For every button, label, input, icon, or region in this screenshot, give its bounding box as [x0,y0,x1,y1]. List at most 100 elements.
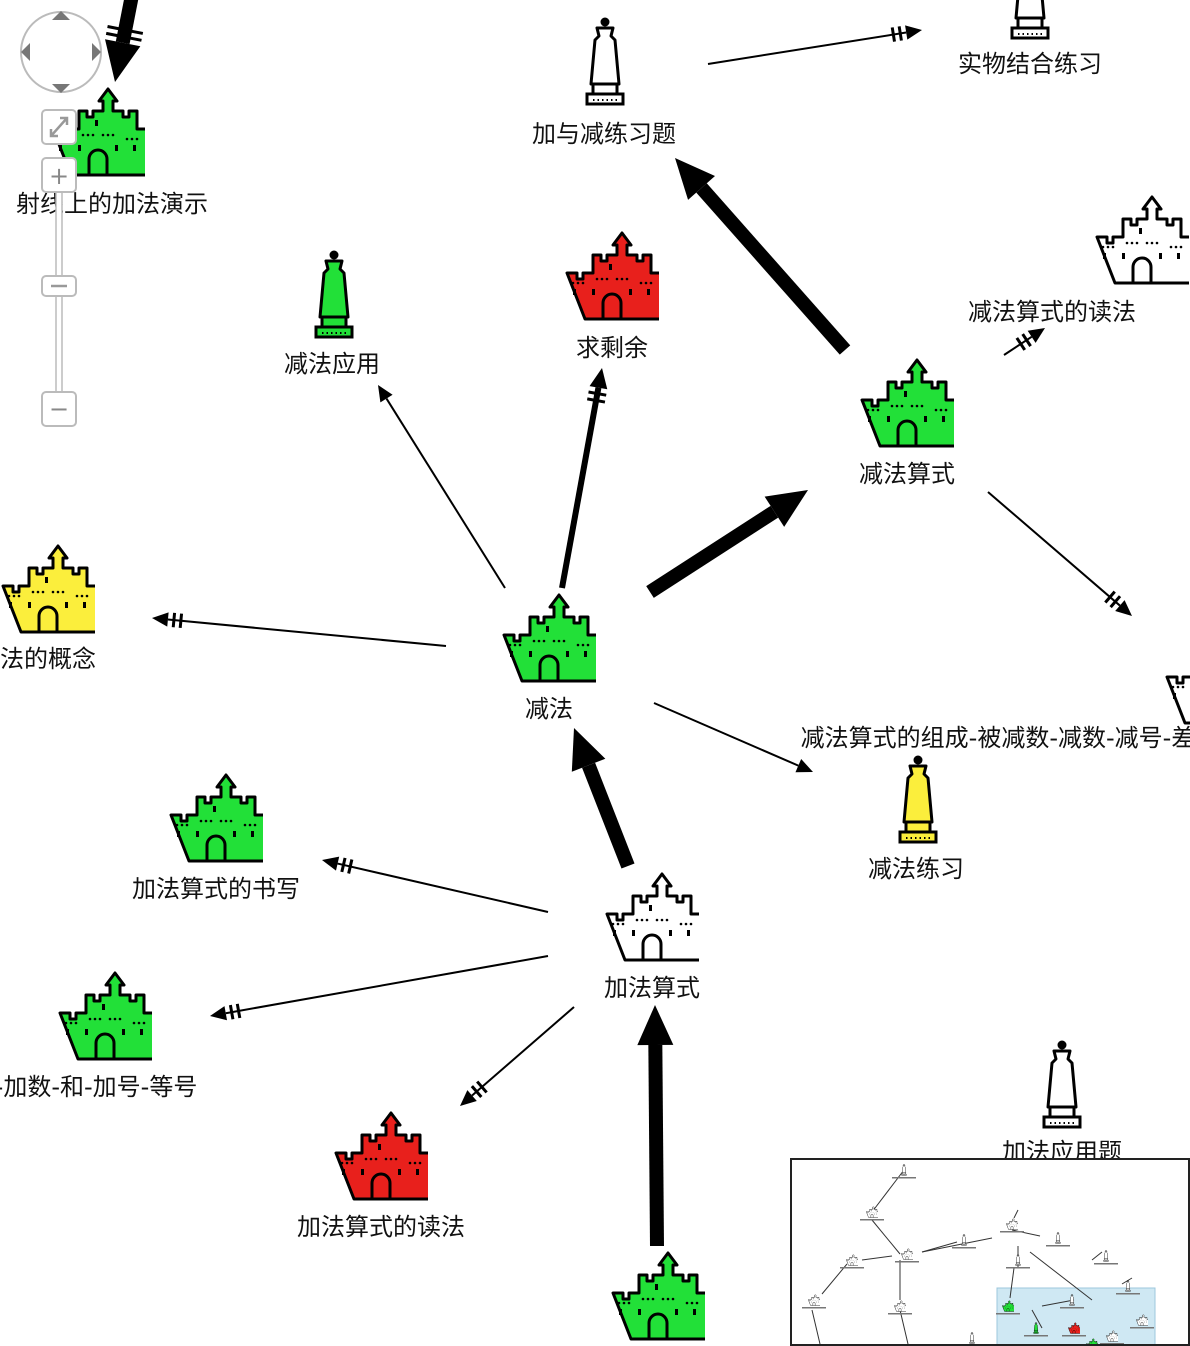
node-add-application[interactable]: 加法应用题 [1002,1039,1122,1167]
arrowhead-icon [378,385,393,403]
minimap-node-label [1062,1335,1086,1337]
arrowhead-icon [1115,600,1132,616]
edge-line [707,31,907,65]
node-sub-application[interactable]: 减法应用 [284,249,380,379]
edge-tick-mark [470,1085,483,1098]
node-sub-practice[interactable]: 减法练习 [868,754,964,884]
node-label: 射线上的加法演示 [16,190,208,218]
edge-n_sub_formula-to-n_sub_formula_parts[interactable] [987,491,1132,616]
edge-n_subtraction-to-n_understand_sub[interactable] [152,612,447,647]
minimap-edge [871,1219,901,1255]
node-add-formula-parts[interactable]: 加法算式的组成-加数-和-加号-等号 [0,971,197,1101]
edge-tick-mark [1104,590,1116,604]
edge-tick-mark [178,613,184,629]
edge-offscreen_top_left-to-n_ray_addition[interactable] [105,0,144,82]
minimap-edge [1013,1209,1019,1219]
arrowhead-icon [571,728,606,772]
tower-icon [1010,0,1050,40]
node-sub-formula-read[interactable]: 减法算式的读法 [968,195,1190,326]
node-add-formula-write[interactable]: 加法算式的书写 [132,773,300,903]
edge-line [337,862,549,913]
castle-icon [169,773,263,863]
node-remainder[interactable]: 求剩余 [565,231,677,362]
node-label: 减法 [525,695,573,723]
edge-line [385,398,506,589]
minimap-node-label [892,1177,916,1179]
minimap-node-label [1060,1307,1084,1309]
edge-n_add_formula-to-n_add_formula_parts[interactable] [210,955,549,1021]
node-label: 减法练习 [868,855,964,883]
edge-n_add_sub_practice-to-n_physical_practice[interactable] [707,25,922,65]
minimap-viewport[interactable] [996,1287,1156,1344]
minimap-node-label [895,1261,919,1263]
node-add-sub-practice[interactable]: 加与减练习题 [532,16,676,149]
castle-icon [611,1251,705,1341]
pan-up-icon[interactable] [52,11,70,20]
node-label: 减法算式 [859,460,955,488]
tower-icon [314,249,354,339]
edge-line [559,387,602,589]
edge-n_sub_formula-to-n_sub_formula_read[interactable] [1003,328,1045,356]
tower-icon [585,16,625,106]
minimap-edges [811,1169,1133,1344]
node-sub-formula-parts[interactable]: 减法算式的组成-被减数-减数-减号-差 [801,635,1190,752]
edge-tick-mark [347,859,354,874]
edge-n_subtraction-to-n_sub_practice[interactable] [653,702,813,773]
minimap-node-label [1000,1231,1024,1233]
edges-layer [105,0,1132,1247]
expand-icon [49,116,69,138]
minimap-edge [921,1237,993,1253]
minimap-node-label [1100,1343,1124,1344]
node-understand-sub[interactable]: 理解减法的概念 [0,544,113,673]
minimap-node-label [860,1219,884,1221]
pan-left-icon[interactable] [21,43,30,61]
node-ray-addition[interactable]: 射线上的加法演示 [16,87,208,218]
node-bottom[interactable] [611,1251,723,1341]
node-add-formula-read[interactable]: 加法算式的读法 [297,1111,465,1241]
edge-n_subtraction-to-n_sub_application[interactable] [378,385,506,589]
castle-icon [502,593,596,683]
minimap-node-label [1024,1335,1048,1337]
node-sub-formula[interactable]: 减法算式 [859,358,972,488]
edge-tick-mark [1015,337,1026,351]
pan-control-ring [20,11,102,93]
edge-n_subtraction-to-n_remainder[interactable] [559,368,608,589]
minimap-node-label [952,1247,976,1249]
edge-tick-mark [1109,595,1122,609]
overview-minimap[interactable] [790,1158,1190,1346]
minimap-node-label [1094,1263,1118,1265]
node-add-formula[interactable]: 加法算式 [604,872,717,1002]
edge-line [648,1044,664,1247]
edge-tick-mark [171,612,177,628]
node-label: 加法算式的读法 [297,1213,465,1241]
pan-down-icon[interactable] [52,84,70,93]
edge-n_sub_formula-to-n_add_sub_practice[interactable] [675,158,851,355]
edge-n_add_formula-to-n_subtraction[interactable] [571,728,635,869]
arrowhead-icon [905,25,922,40]
edge-tick-mark [476,1080,488,1094]
node-label: 减法算式的读法 [968,298,1136,326]
edge-n_bottom-to-n_add_formula[interactable] [637,1005,674,1247]
edge-tick-mark [107,25,144,35]
edge-tick-mark [588,390,607,397]
node-label: 加与减练习题 [532,120,676,148]
edge-line [115,0,139,45]
minimap-edge [821,1263,848,1295]
node-subtraction[interactable]: 减法 [502,593,614,723]
node-label: 减法算式的组成-被减数-减数-减号-差 [801,724,1190,752]
edge-n_subtraction-to-n_sub_formula[interactable] [646,490,808,598]
edge-line [167,618,447,647]
minimap-node [894,1300,906,1312]
pan-right-icon[interactable] [92,43,101,61]
castle-icon [565,231,659,321]
minimap-edge [861,1255,893,1261]
zoom-out-button[interactable] [41,391,77,427]
zoom-in-button[interactable] [41,157,77,193]
edge-n_add_formula-to-n_add_formula_read[interactable] [460,1006,575,1106]
node-label: 减法应用 [284,350,380,378]
edge-n_add_formula-to-n_add_formula_write[interactable] [322,856,549,913]
minimap-node [1015,1254,1021,1266]
node-physical-practice[interactable]: 实物结合练习 [958,0,1102,78]
